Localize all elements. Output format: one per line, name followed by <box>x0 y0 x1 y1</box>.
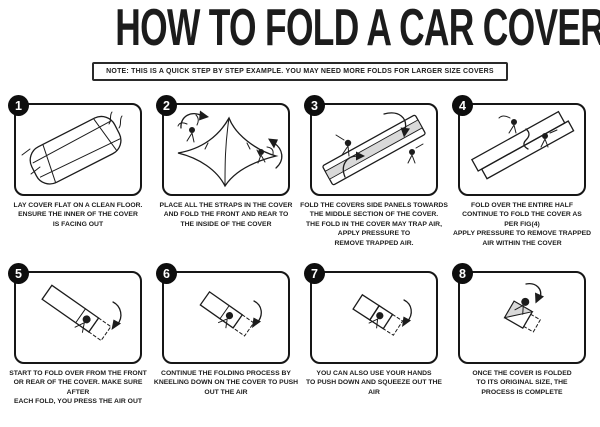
step-card-2: 2 PLACE ALL THE STRAPS IN <box>152 91 300 259</box>
step-card-5: 5 START TO FOLD OVER FROM THE FRONT OR R… <box>4 259 152 427</box>
step-5-number-badge: 5 <box>8 263 29 284</box>
step-8-caption: ONCE THE COVER IS FOLDED TO ITS ORIGINAL… <box>472 370 572 396</box>
step-2-caption: PLACE ALL THE STRAPS IN THE COVER AND FO… <box>159 202 293 228</box>
step-8-illustration-frame: 8 <box>452 263 586 364</box>
step-1-illustration-frame: 1 <box>8 95 142 196</box>
step-4-number-badge: 4 <box>452 95 473 116</box>
page-title: HOW TO FOLD A CAR COVER <box>115 0 600 57</box>
step-6-caption: CONTINUE THE FOLDING PROCESS BY KNEELING… <box>153 370 299 396</box>
step-card-6: 6 CONTINUE THE FOLDING PROCESS BY KNEELI… <box>152 259 300 427</box>
folded-to-original-size-illustration <box>503 283 544 333</box>
fold-over-from-end-illustration <box>41 284 122 342</box>
step-6-illustration-frame: 6 <box>156 263 290 364</box>
entire-half-folded-strip-illustration <box>470 110 575 180</box>
step-7-illustration-frame: 7 <box>304 263 438 364</box>
step-4-caption: FOLD OVER THE ENTIRE HALF CONTINUE TO FO… <box>452 202 592 247</box>
header: HOW TO FOLD A CAR COVER <box>0 2 600 54</box>
kneel-to-push-air-out-illustration <box>199 290 262 337</box>
step-3-caption: FOLD THE COVERS SIDE PANELS TOWARDS THE … <box>300 202 448 247</box>
note-banner: NOTE: THIS IS A QUICK STEP BY STEP EXAMP… <box>92 62 508 81</box>
step-3-number-badge: 3 <box>304 95 325 116</box>
step-card-8: 8 ONCE THE COVER IS FOLDED TO ITS ORIGIN… <box>448 259 596 427</box>
step-7-number-badge: 7 <box>304 263 325 284</box>
cover-laid-flat-illustration <box>21 111 123 185</box>
step-2-illustration-frame: 2 <box>156 95 290 196</box>
step-2-number-badge: 2 <box>156 95 177 116</box>
hands-squeeze-air-out-illustration <box>352 293 412 336</box>
front-and-rear-folded-in-illustration <box>177 110 283 188</box>
side-panels-folded-to-middle-illustration <box>322 112 426 186</box>
step-7-caption: YOU CAN ALSO USE YOUR HANDS TO PUSH DOWN… <box>306 370 442 396</box>
step-5-caption: START TO FOLD OVER FROM THE FRONT OR REA… <box>9 370 147 406</box>
step-4-illustration-frame: 4 <box>452 95 586 196</box>
note-row: NOTE: THIS IS A QUICK STEP BY STEP EXAMP… <box>0 60 600 81</box>
step-1-number-badge: 1 <box>8 95 29 116</box>
step-card-3: 3 FOLD THE COVERS SIDE PANELS TOW <box>300 91 448 259</box>
step-card-7: 7 YOU CAN ALSO USE YOUR HANDS TO PUSH DO… <box>300 259 448 427</box>
step-6-number-badge: 6 <box>156 263 177 284</box>
steps-grid: 1 LAY COVER FLAT ON A CLEAN FLOOR. ENS <box>0 91 600 427</box>
step-8-number-badge: 8 <box>452 263 473 284</box>
step-5-illustration-frame: 5 <box>8 263 142 364</box>
step-3-illustration-frame: 3 <box>304 95 438 196</box>
step-card-1: 1 LAY COVER FLAT ON A CLEAN FLOOR. ENS <box>4 91 152 259</box>
step-1-caption: LAY COVER FLAT ON A CLEAN FLOOR. ENSURE … <box>13 202 143 228</box>
step-card-4: 4 FOLD OVER THE ENTIRE HALF CONTINUE TO … <box>448 91 596 259</box>
